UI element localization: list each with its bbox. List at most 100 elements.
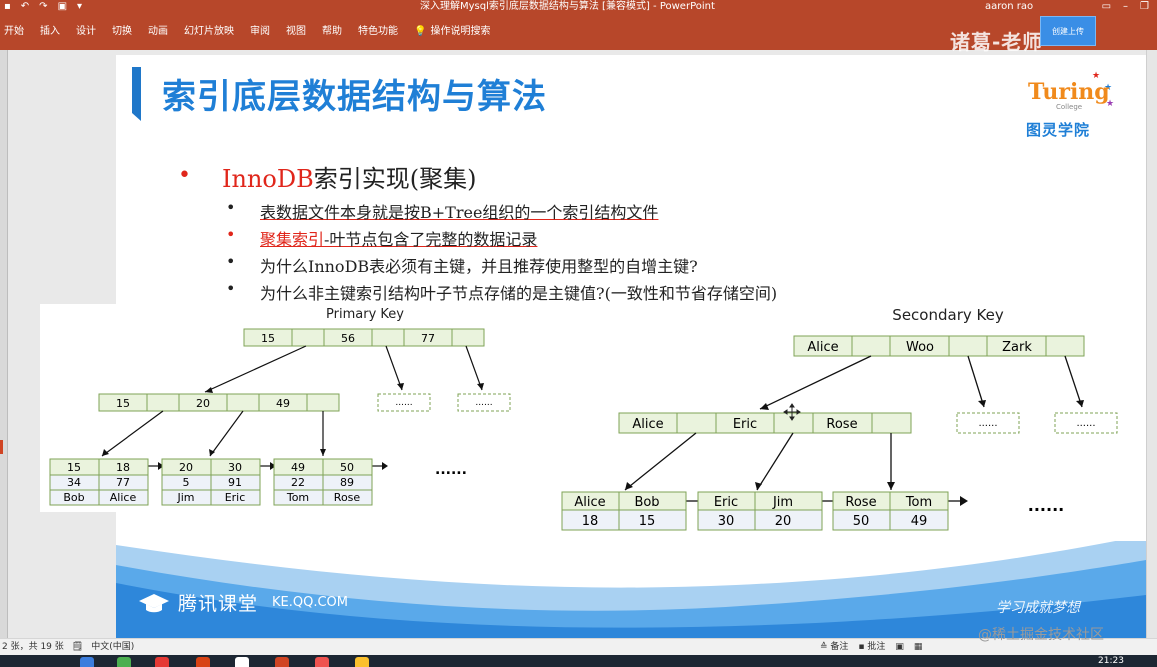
- taskbar-app-icon[interactable]: [155, 657, 169, 667]
- star-icon: ★: [1106, 99, 1115, 109]
- taskbar-app-icon[interactable]: [196, 657, 210, 667]
- sorter-view-icon[interactable]: ▦: [913, 642, 923, 652]
- primary-l2-key: 20: [196, 397, 210, 410]
- bullet-dot: •: [178, 163, 191, 188]
- leaf-key: 18: [116, 461, 130, 474]
- leaf-key: 50: [340, 461, 354, 474]
- upload-button[interactable]: 创建上传: [1040, 16, 1096, 46]
- footer-url: KE.QQ.COM: [272, 595, 349, 610]
- taskbar-powerpoint-icon[interactable]: [275, 657, 289, 667]
- sub-bullet-text: 为什么非主键索引结构叶子节点存储的是主键值?(一致性和节省存储空间): [260, 284, 778, 303]
- primary-arrowheads: [102, 383, 484, 470]
- slide-thumbnail-pane[interactable]: [0, 50, 8, 638]
- leaf-value: Alice: [110, 491, 137, 504]
- save-icon[interactable]: ▪: [4, 1, 11, 12]
- secondary-root-key: Zark: [1002, 340, 1032, 355]
- minimize-icon[interactable]: –: [1123, 1, 1129, 12]
- leaf-value: 20: [775, 514, 792, 529]
- primary-root-key: 77: [421, 332, 435, 345]
- comments-button[interactable]: ▪ 批注: [858, 642, 886, 652]
- secondary-key-diagram: Secondary Key Alice Woo Zark Alice Eric …: [552, 303, 1146, 541]
- primary-ellipsis: ......: [435, 462, 467, 478]
- taskbar-app-icon[interactable]: [315, 657, 329, 667]
- tab-design[interactable]: 设计: [76, 26, 96, 37]
- secondary-title: Secondary Key: [892, 306, 1004, 324]
- ribbon-options-icon[interactable]: ▭: [1101, 1, 1112, 12]
- secondary-placeholder-text: ......: [978, 418, 997, 429]
- leaf-key: 15: [67, 461, 81, 474]
- ribbon-tabs: 开始 插入 设计 切换 动画 幻灯片放映 审阅 视图 帮助 特色功能 💡 操作说…: [0, 24, 502, 40]
- leaf-value: Bob: [63, 491, 84, 504]
- tab-view[interactable]: 视图: [286, 26, 306, 37]
- secondary-level2-node: Alice Eric Rose: [618, 412, 912, 434]
- juejin-watermark: @稀土掘金技术社区: [978, 627, 1104, 643]
- secondary-root-key: Woo: [906, 340, 934, 355]
- primary-key-diagram: Primary Key 15 56 77 15 20 49 ...... ...…: [40, 304, 517, 512]
- vertical-scrollbar[interactable]: [1146, 50, 1157, 638]
- tab-help[interactable]: 帮助: [322, 26, 342, 37]
- normal-view-icon[interactable]: ▣: [895, 642, 904, 652]
- leaf-value: 89: [340, 476, 354, 489]
- leaf-key: 49: [291, 461, 305, 474]
- leaf-value: 50: [853, 514, 870, 529]
- window-controls: ▭ – ❐: [1102, 0, 1149, 14]
- redo-icon[interactable]: ↷: [39, 1, 48, 12]
- spellcheck-icon[interactable]: 🗒: [71, 642, 84, 652]
- restore-icon[interactable]: ❐: [1140, 1, 1149, 12]
- primary-leaf-2: 20 30 5 91 Jim Eric: [161, 458, 261, 506]
- leaf-key: Rose: [845, 495, 876, 510]
- secondary-l2-key: Alice: [632, 417, 663, 432]
- window-title-bar: ▪ ↶ ↷ ▣ ▾ 深入理解Mysql索引底层数据结构与算法 [兼容模式] - …: [0, 0, 1157, 14]
- leaf-key: Eric: [714, 495, 738, 510]
- taskbar-app-icon[interactable]: [80, 657, 94, 667]
- secondary-leaf-3: Rose Tom 50 49: [832, 491, 949, 531]
- tab-review[interactable]: 审阅: [250, 26, 270, 37]
- leaf-key: Bob: [634, 495, 659, 510]
- comments-label: 批注: [867, 642, 886, 652]
- customize-icon[interactable]: ▾: [77, 1, 83, 12]
- move-cursor-icon: [783, 403, 801, 421]
- leaf-value: 34: [67, 476, 81, 489]
- slide-title: 索引底层数据结构与算法: [162, 77, 547, 117]
- logo-college: College: [1056, 103, 1083, 111]
- leaf-value: 15: [639, 514, 656, 529]
- tab-slideshow[interactable]: 幻灯片放映: [184, 26, 234, 37]
- leaf-key: 30: [228, 461, 242, 474]
- secondary-l2-key: Eric: [733, 417, 757, 432]
- secondary-leaf-2: Eric Jim 30 20: [697, 491, 823, 531]
- taskbar-app-icon[interactable]: [117, 657, 131, 667]
- current-slide-marker: [0, 440, 3, 454]
- secondary-placeholder-text: ......: [1076, 418, 1095, 429]
- logo-cn: 图灵学院: [1026, 121, 1091, 139]
- secondary-placeholder-node: [1054, 412, 1118, 434]
- secondary-leaf-1: Alice Bob 18 15: [561, 491, 687, 531]
- tell-me-search[interactable]: 💡 操作说明搜索: [410, 24, 502, 40]
- taskbar-app-icon[interactable]: [235, 657, 249, 667]
- primary-placeholder-node: [457, 393, 511, 412]
- tab-animations[interactable]: 动画: [148, 26, 168, 37]
- taskbar-app-icon[interactable]: [355, 657, 369, 667]
- notes-button[interactable]: ≙ 备注: [820, 642, 849, 652]
- secondary-l2-key: Rose: [826, 417, 857, 432]
- tab-insert[interactable]: 插入: [40, 26, 60, 37]
- title-accent-bar: [132, 67, 141, 121]
- tab-features[interactable]: 特色功能: [358, 26, 398, 37]
- tab-transitions[interactable]: 切换: [112, 26, 132, 37]
- secondary-ellipsis: ......: [1028, 496, 1064, 515]
- primary-title: Primary Key: [326, 307, 404, 322]
- tab-home[interactable]: 开始: [4, 26, 24, 37]
- footer-brand: 腾讯课堂 KE.QQ.COM: [138, 589, 348, 616]
- leaf-value: 30: [718, 514, 735, 529]
- primary-leaf-1: 15 18 34 77 Bob Alice: [49, 458, 149, 506]
- present-icon[interactable]: ▣: [57, 1, 68, 12]
- footer-wave: [116, 535, 1146, 638]
- leaf-value: 5: [183, 476, 190, 489]
- primary-l2-key: 15: [116, 397, 130, 410]
- user-name[interactable]: aaron rao: [985, 1, 1034, 12]
- sub-bullet-text: -叶节点包含了完整的数据记录: [324, 230, 538, 249]
- footer-brand-name: 腾讯课堂: [178, 593, 259, 615]
- language-indicator[interactable]: 中文(中国): [91, 642, 135, 652]
- leaf-key: 20: [179, 461, 193, 474]
- secondary-arrows: [624, 355, 1083, 502]
- undo-icon[interactable]: ↶: [20, 1, 30, 12]
